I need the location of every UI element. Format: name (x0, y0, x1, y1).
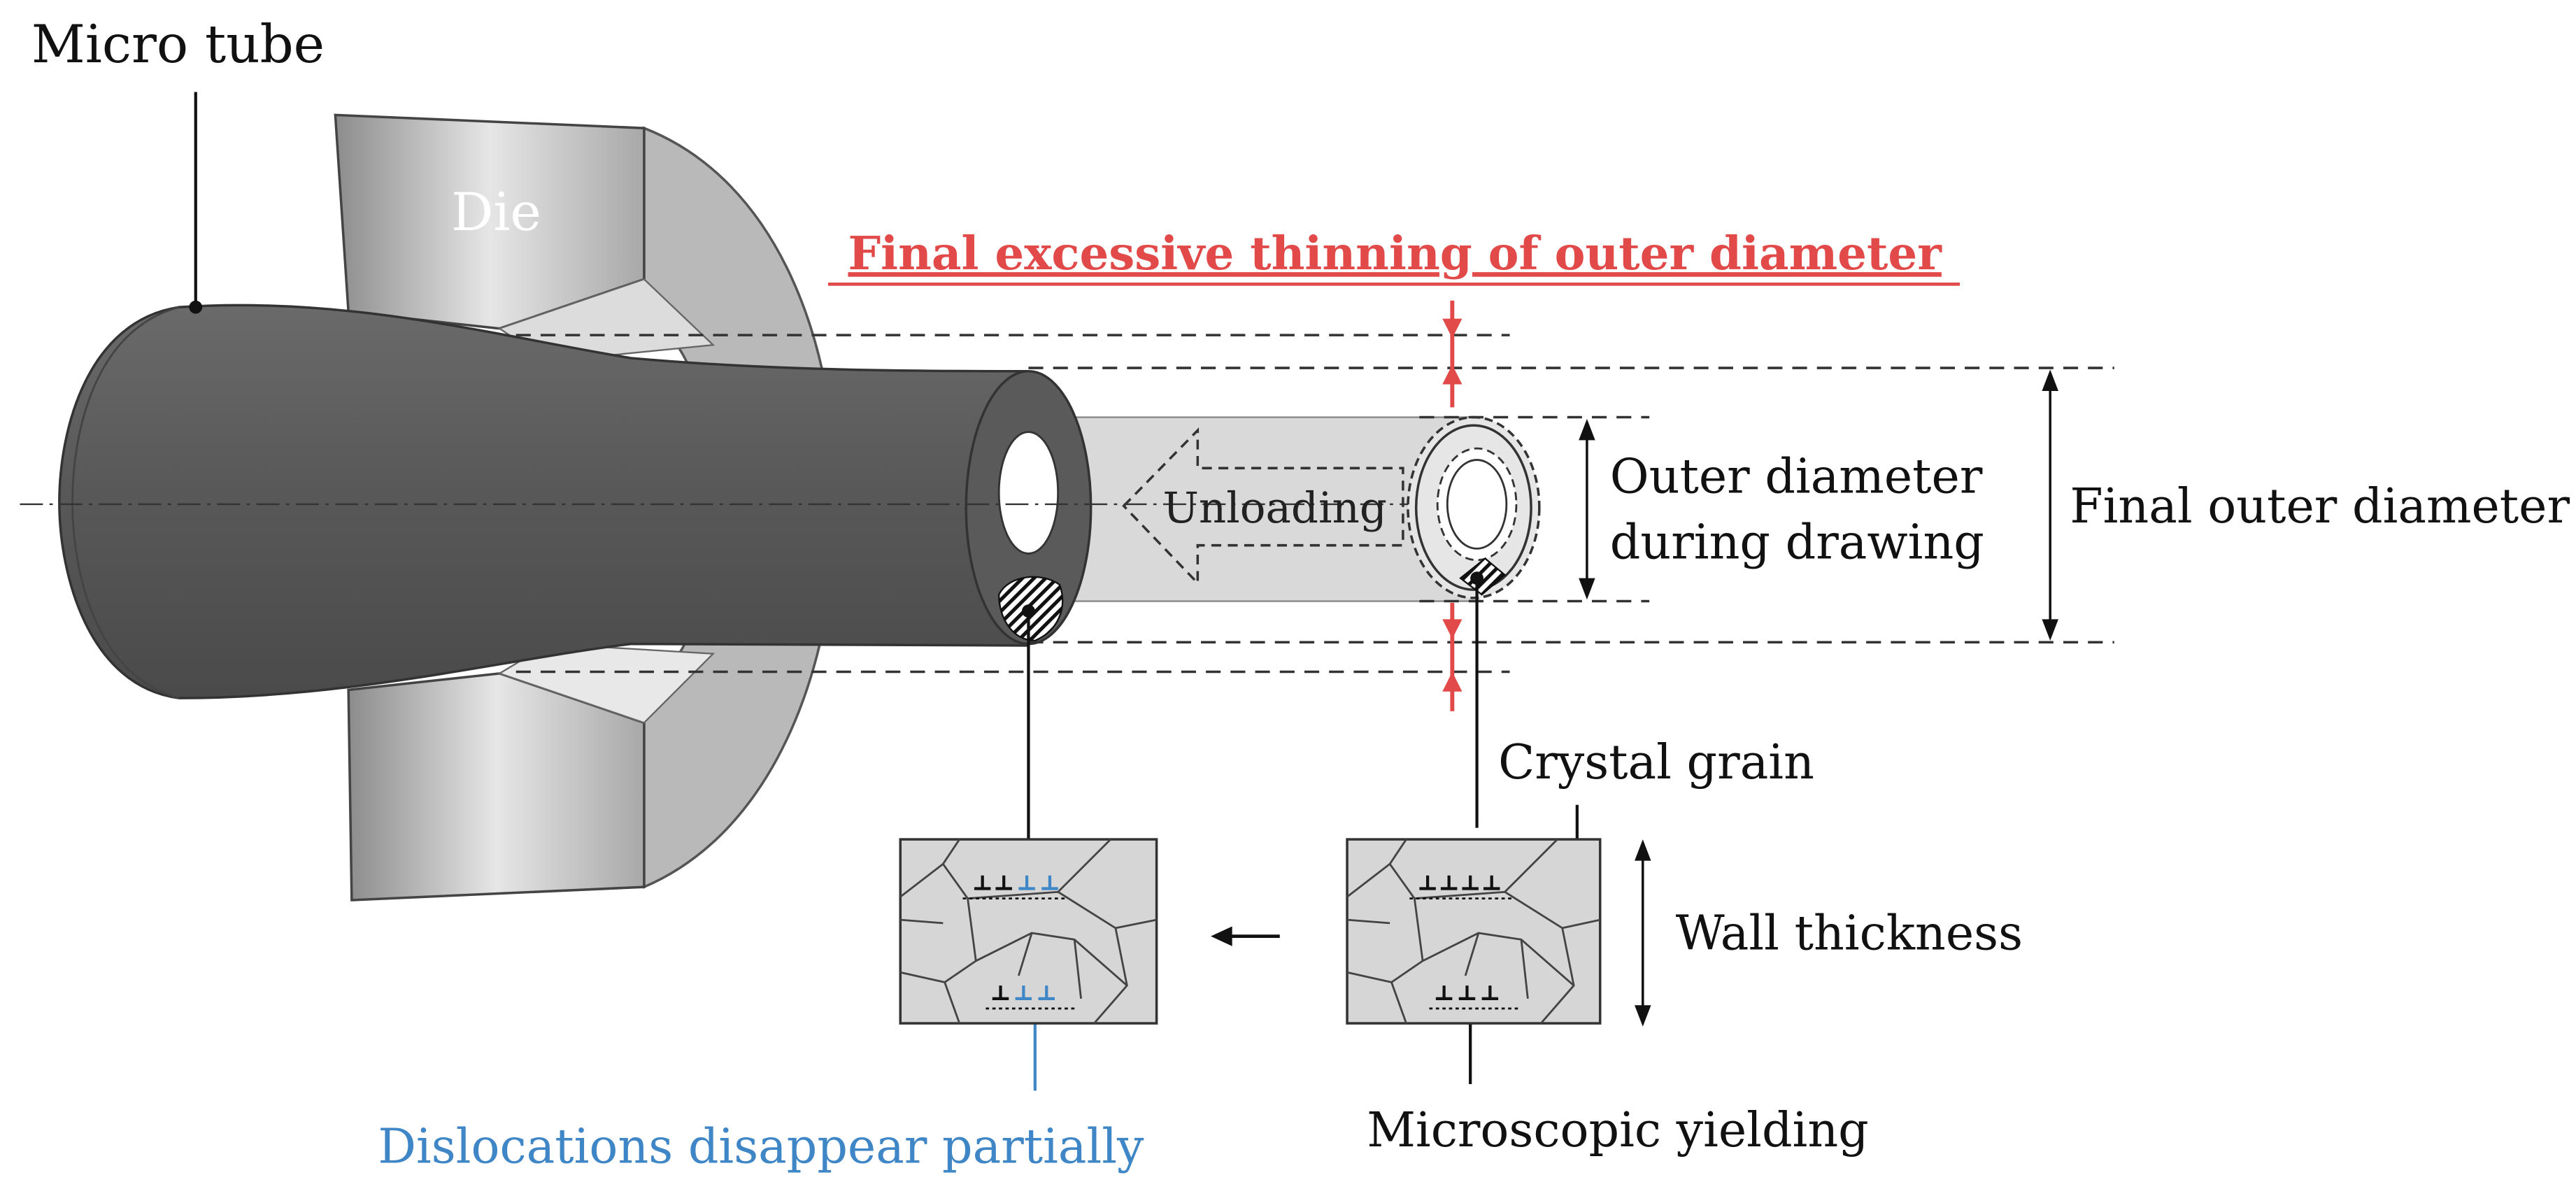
final-outer-diameter-label: Final outer diameter (2070, 479, 2570, 534)
unloading-label: Unloading (1162, 483, 1386, 533)
grain-box-yielding (1346, 838, 1602, 1025)
outer-diameter-label-1: Outer diameter (1610, 450, 1983, 505)
ring-outer-solid (1414, 424, 1532, 591)
die-lower-block (347, 672, 646, 902)
dim-outer-during (1579, 418, 1595, 600)
microscopic-yielding-label: Microscopic yielding (1367, 1103, 1869, 1158)
micro-tube (58, 304, 1481, 699)
tube-bore (997, 431, 1060, 555)
micro-tube-label: Micro tube (31, 13, 325, 75)
dim-wall-thickness (1635, 839, 1651, 1027)
die (334, 113, 838, 902)
reference-lines (515, 334, 2114, 674)
unloading-arrow (1122, 427, 1404, 587)
tube-body (58, 304, 1030, 699)
final-thinning-label: Final excessive thinning of outer diamet… (848, 226, 1942, 280)
ring-inner-solid (1446, 459, 1508, 550)
tube-left-end (71, 306, 180, 699)
final-cross-section (1407, 415, 1541, 599)
die-label: Die (451, 181, 541, 243)
outer-diameter-label-2: during drawing (1610, 515, 1984, 570)
dislocations-label: Dislocations disappear partially (378, 1120, 1144, 1175)
thinning-markers (1442, 300, 1463, 711)
crystal-grain-label: Crystal grain (1498, 735, 1814, 790)
grain-box-unloaded (899, 838, 1158, 1025)
dim-final-outer (2042, 369, 2058, 641)
wall-thickness-label: Wall thickness (1676, 906, 2023, 961)
process-arrow (1211, 926, 1280, 946)
die-lower-cone (497, 643, 716, 724)
tube-projection (1028, 417, 1481, 601)
